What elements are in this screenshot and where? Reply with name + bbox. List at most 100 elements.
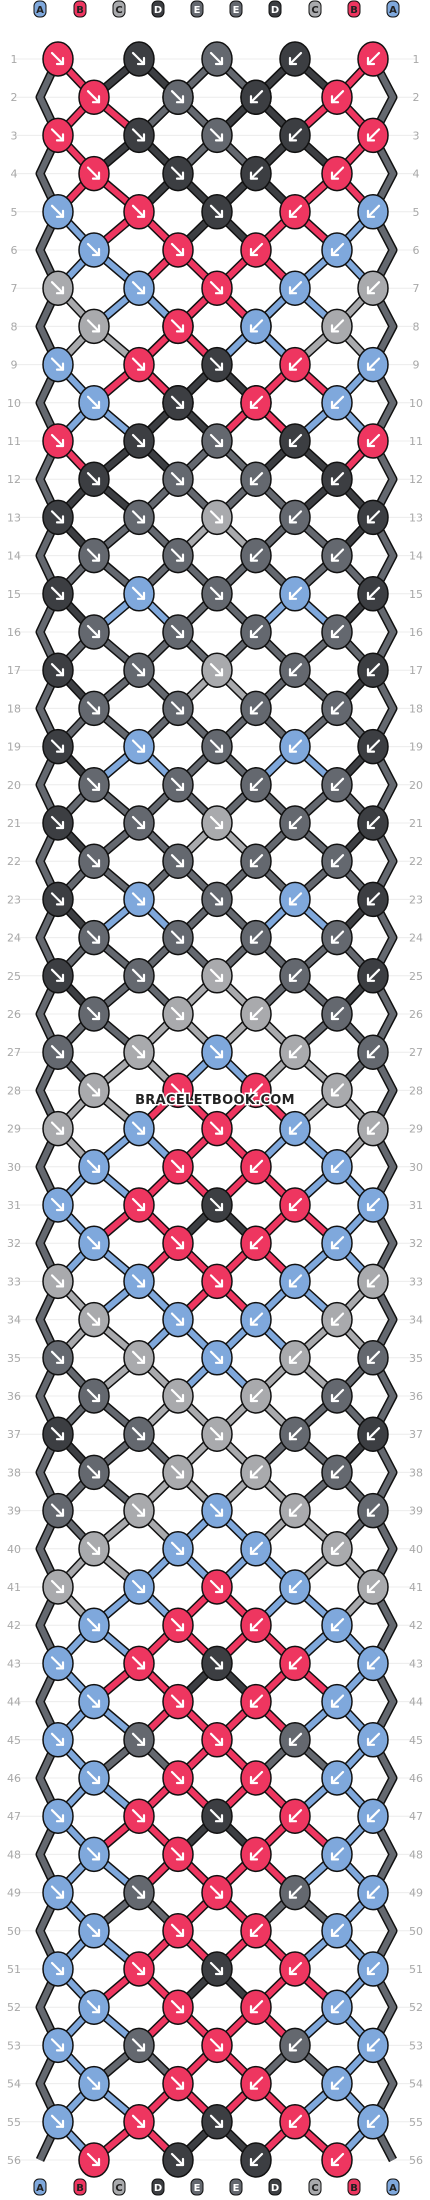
knot — [240, 1989, 272, 2025]
knot-arrow — [86, 1083, 101, 1097]
knot — [279, 499, 311, 536]
strand-letter-label: C — [311, 2183, 318, 2194]
knot — [42, 1798, 74, 1834]
knot-arrow — [131, 1045, 146, 1059]
row-number-left: 40 — [7, 1543, 21, 1556]
knot-arrow-head — [214, 362, 224, 371]
row-number-right: 45 — [409, 1734, 423, 1747]
knot-arrow-head — [91, 935, 101, 944]
knot-arrow — [366, 357, 381, 371]
knot-arrow-head — [249, 1088, 259, 1097]
knot-arrow-head — [214, 1050, 224, 1059]
knot-arrow-head — [288, 286, 298, 295]
knot — [162, 1225, 194, 1261]
knot-arrow-head — [55, 515, 65, 524]
knot-arrow — [131, 1121, 146, 1135]
knot-arrow-head — [91, 1928, 101, 1937]
knot — [78, 461, 110, 497]
knot-arrow — [131, 739, 146, 753]
knot-arrow-head — [249, 247, 259, 257]
knot-arrow-head — [330, 1623, 340, 1632]
knot-arrow — [170, 548, 185, 562]
row-number-right: 26 — [409, 1008, 423, 1021]
knot-arrow — [330, 548, 345, 562]
knot-arrow — [131, 1274, 146, 1288]
row-number-right: 10 — [409, 397, 423, 410]
knot — [42, 117, 74, 154]
knot — [279, 1951, 311, 1987]
knot — [321, 1531, 353, 1567]
strand-letter-label: D — [271, 2183, 279, 2194]
knot-arrow — [366, 2038, 381, 2052]
row-number-right: 27 — [409, 1046, 423, 1059]
knot-arrow-head — [214, 1126, 224, 1135]
strand-letter-label: A — [389, 5, 397, 16]
knot — [201, 41, 233, 77]
knot-arrow — [249, 548, 264, 562]
knot-arrow — [86, 1312, 101, 1326]
knot — [321, 461, 353, 497]
knot — [42, 1034, 74, 1070]
row-number-right: 51 — [409, 1963, 423, 1976]
knot-arrow — [131, 1350, 146, 1364]
strand-letter-label: C — [115, 2183, 122, 2194]
knot-arrow — [50, 204, 65, 218]
knot-arrow-head — [175, 95, 185, 104]
knot-arrow-head — [91, 629, 101, 639]
strand-letter-bottom: B — [73, 2178, 87, 2196]
knot-arrow-head — [330, 1317, 340, 1326]
knot-arrow — [366, 1274, 381, 1288]
knot — [78, 1913, 110, 1949]
row-number-left: 12 — [7, 473, 21, 486]
knot-arrow-head — [136, 897, 146, 906]
knot-arrow-head — [214, 1508, 224, 1517]
knot-arrow-head — [175, 2005, 185, 2014]
knot-arrow — [170, 1236, 185, 1250]
knot — [123, 41, 155, 77]
strand-letter-label: B — [76, 5, 84, 16]
row-number-left: 10 — [7, 397, 21, 410]
knot-arrow-head — [175, 1699, 185, 1708]
knot-arrow — [131, 1503, 146, 1517]
knot — [357, 576, 389, 612]
knot-arrow — [209, 51, 224, 66]
knot-arrow — [366, 892, 381, 906]
knot — [279, 958, 311, 994]
knot-arrow-head — [366, 1508, 376, 1517]
knot — [279, 1034, 311, 1070]
knot — [78, 1683, 110, 1720]
knot-arrow-head — [249, 2005, 259, 2014]
knot-grid — [42, 41, 389, 2178]
knot — [42, 423, 74, 459]
knot-arrow-head — [288, 438, 298, 448]
knot-arrow-head — [136, 1355, 146, 1364]
knot-arrow — [288, 1045, 303, 1059]
knot — [123, 2104, 155, 2140]
knot — [357, 346, 389, 383]
knot-arrow — [330, 624, 345, 639]
knot-arrow-head — [55, 668, 65, 677]
row-number-left: 46 — [7, 1772, 21, 1785]
knot-arrow-head — [214, 1584, 224, 1594]
row-number-left: 2 — [11, 91, 18, 104]
knot-arrow-head — [136, 973, 146, 982]
knot-arrow-head — [288, 1050, 298, 1059]
knot — [321, 79, 353, 115]
knot-arrow-head — [175, 1088, 185, 1097]
knot — [162, 308, 194, 345]
knot-arrow — [50, 1961, 65, 1976]
knot — [240, 1760, 272, 1796]
knot-arrow-head — [55, 1737, 65, 1746]
knot — [357, 1034, 389, 1070]
knot-arrow — [366, 1656, 381, 1670]
knot — [201, 728, 233, 765]
knot — [279, 346, 311, 383]
knot-arrow — [366, 281, 381, 295]
knot-arrow-head — [288, 2119, 298, 2128]
knot-arrow — [170, 2000, 185, 2014]
knot-arrow — [86, 1618, 101, 1632]
knot-arrow-head — [55, 1432, 65, 1441]
knot — [240, 614, 272, 650]
knot-arrow — [86, 1541, 101, 1555]
knot-arrow-head — [214, 56, 224, 66]
